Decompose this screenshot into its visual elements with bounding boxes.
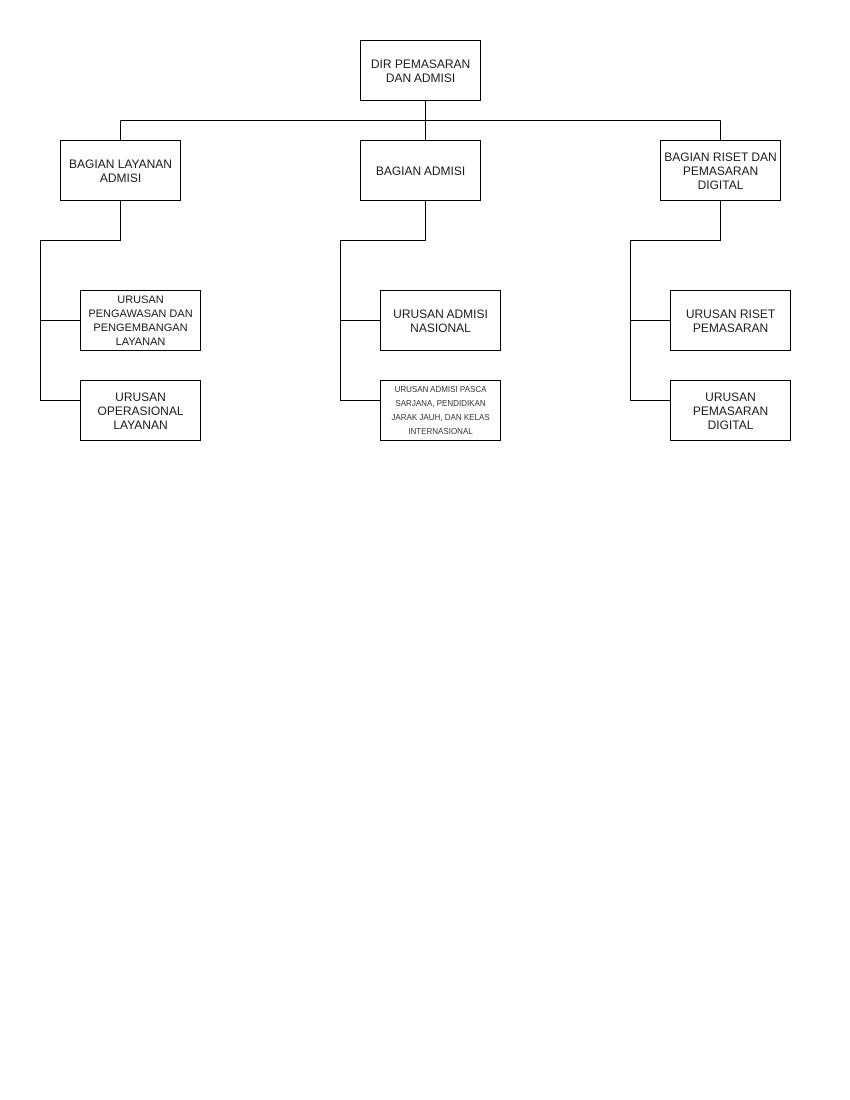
node-label: BAGIAN LAYANAN ADMISI <box>69 156 172 185</box>
node-bagian-riset-dan-pemasaran-digital: BAGIAN RISET DAN PEMASARAN DIGITAL <box>660 140 781 201</box>
node-label: DIR PEMASARAN DAN ADMISI <box>370 56 471 85</box>
node-label: BAGIAN ADMISI <box>375 163 466 178</box>
node-label: BAGIAN RISET DAN PEMASARAN DIGITAL <box>664 149 777 192</box>
node-urusan-operasional-layanan: URUSAN OPERASIONAL LAYANAN <box>80 380 201 441</box>
node-urusan-pengawasan-dan-pengembangan-layanan: URUSAN PENGAWASAN DAN PENGEMBANGAN LAYAN… <box>80 290 201 351</box>
node-label: URUSAN ADMISI PASCA SARJANA, PENDIDIKAN … <box>391 384 490 436</box>
node-label: URUSAN RISET PEMASARAN <box>685 306 776 335</box>
node-label: URUSAN OPERASIONAL LAYANAN <box>97 389 184 432</box>
node-label: URUSAN PENGAWASAN DAN PENGEMBANGAN LAYAN… <box>88 293 193 348</box>
node-bagian-admisi: BAGIAN ADMISI <box>360 140 481 201</box>
node-urusan-admisi-nasional: URUSAN ADMISI NASIONAL <box>380 290 501 351</box>
node-bagian-layanan-admisi: BAGIAN LAYANAN ADMISI <box>60 140 181 201</box>
node-label: URUSAN ADMISI NASIONAL <box>393 306 488 335</box>
node-label: URUSAN PEMASARAN DIGITAL <box>692 389 769 432</box>
node-dir-pemasaran-dan-admisi: DIR PEMASARAN DAN ADMISI <box>360 40 481 101</box>
node-urusan-riset-pemasaran: URUSAN RISET PEMASARAN <box>670 290 791 351</box>
node-urusan-pemasaran-digital: URUSAN PEMASARAN DIGITAL <box>670 380 791 441</box>
node-urusan-admisi-pasca-sarjana: URUSAN ADMISI PASCA SARJANA, PENDIDIKAN … <box>380 380 501 441</box>
